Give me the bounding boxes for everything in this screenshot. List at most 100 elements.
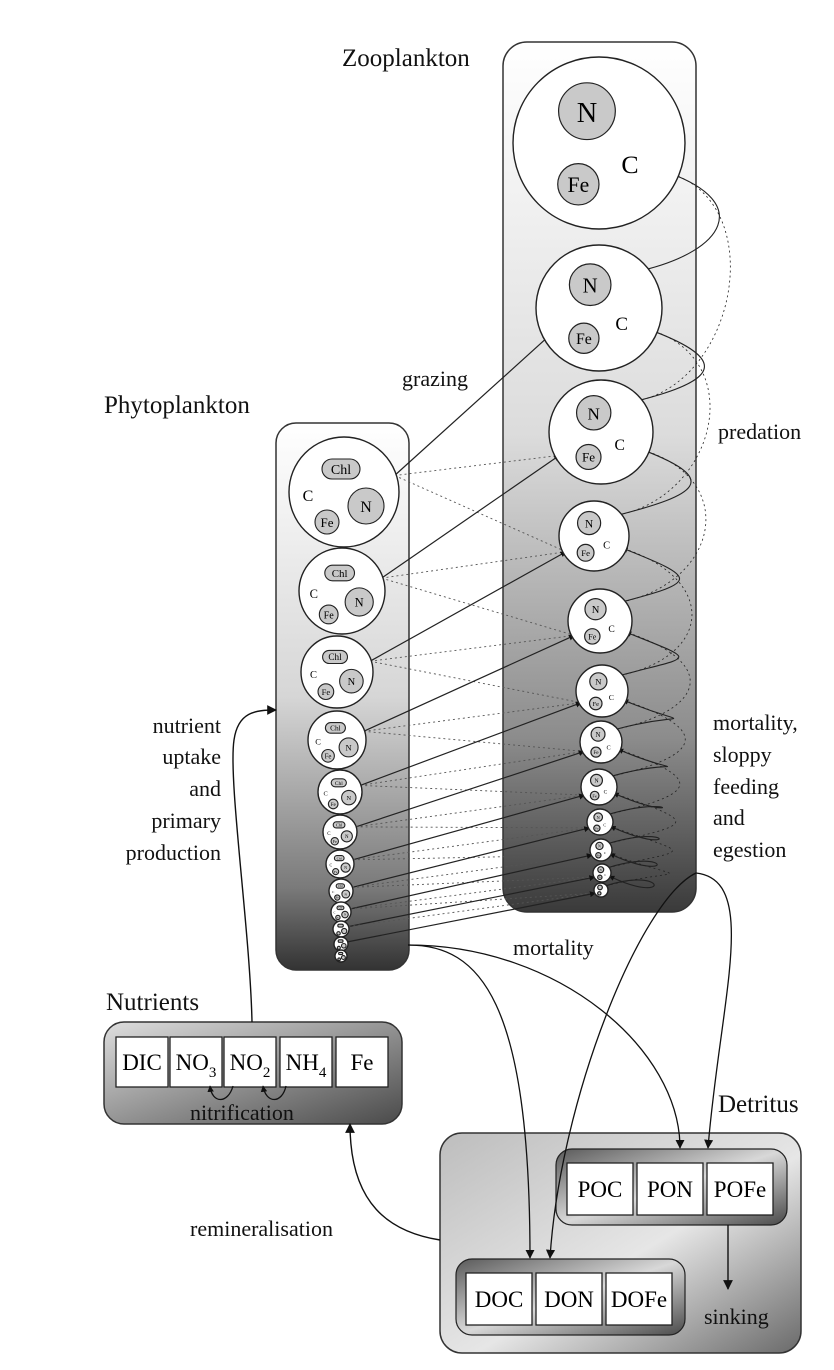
chlorophyll-label: Chl bbox=[332, 568, 348, 580]
iron-label: Fe bbox=[592, 793, 597, 798]
iron-label: Fe bbox=[588, 632, 596, 641]
nitrogen-pool bbox=[340, 830, 353, 843]
predation-link bbox=[637, 329, 705, 402]
iron-label: Fe bbox=[581, 548, 590, 558]
zooplankton-cell bbox=[593, 882, 609, 898]
nitrification-arc-2 bbox=[260, 1085, 287, 1101]
chlorophyll-label: Chl bbox=[338, 884, 343, 888]
nitrification-arc-1 bbox=[207, 1085, 234, 1101]
cell-body bbox=[558, 500, 630, 572]
iron-label: Fe bbox=[331, 802, 337, 808]
nutrients-title: Nutrients bbox=[106, 989, 199, 1016]
grazing-link bbox=[381, 577, 575, 636]
chlorophyll-pool bbox=[324, 722, 346, 734]
uptake-label-line: uptake bbox=[162, 744, 221, 769]
grazing-link bbox=[352, 793, 586, 861]
iron-pool bbox=[327, 798, 339, 810]
dissolved-pool-box bbox=[605, 1272, 673, 1326]
predation-link bbox=[637, 172, 731, 402]
predation-links bbox=[605, 172, 731, 889]
chlorophyll-label: Chl bbox=[331, 463, 351, 478]
carbon-label: C bbox=[608, 624, 614, 635]
dissolved-pool-box bbox=[465, 1272, 533, 1326]
predation-link bbox=[620, 631, 680, 676]
chlorophyll-pool bbox=[330, 778, 347, 788]
nitrogen-pool bbox=[575, 395, 612, 431]
cell-body bbox=[567, 588, 633, 654]
nutrient-pool: Fe bbox=[335, 1036, 389, 1088]
grazing-link bbox=[351, 826, 591, 888]
nutrient-pool-box bbox=[115, 1036, 169, 1088]
iron-pool bbox=[314, 509, 340, 535]
dissolved-pool: DOFe bbox=[605, 1272, 673, 1326]
nutrient-pool: NO3 bbox=[169, 1036, 223, 1088]
cell-body bbox=[512, 56, 686, 230]
carbon-label: C bbox=[615, 437, 625, 454]
iron-label: Fe bbox=[334, 870, 338, 874]
grazing-link bbox=[370, 634, 575, 662]
nitrogen-pool bbox=[344, 587, 374, 617]
iron-pool bbox=[593, 824, 601, 832]
particulate-pool-box bbox=[566, 1162, 634, 1216]
grazing-link bbox=[394, 475, 567, 553]
nitrogen-pool bbox=[341, 789, 357, 806]
phytoplankton-cell bbox=[332, 920, 350, 938]
grazing-label: grazing bbox=[402, 366, 468, 391]
iron-label: Fe bbox=[592, 701, 599, 708]
grazing-link bbox=[360, 701, 582, 786]
nutrient-pool-box bbox=[223, 1036, 277, 1088]
cell-body bbox=[535, 244, 663, 372]
iron-label: Fe bbox=[325, 753, 332, 760]
nitrogen-pool bbox=[584, 597, 607, 621]
iron-pool bbox=[335, 914, 341, 921]
grazing-link bbox=[347, 891, 596, 943]
nitrogen-pool bbox=[590, 726, 606, 742]
chlorophyll-pool bbox=[333, 855, 345, 862]
dissolved-pool-label: DON bbox=[544, 1287, 594, 1312]
predation-link bbox=[620, 547, 693, 676]
chlorophyll-pool bbox=[336, 905, 345, 911]
particulate-pool: POC bbox=[566, 1162, 634, 1216]
carbon-label: C bbox=[303, 488, 314, 505]
nitrogen-label: N bbox=[594, 779, 599, 785]
iron-label: Fe bbox=[336, 896, 340, 900]
iron-pool bbox=[597, 874, 603, 881]
predation-link bbox=[611, 699, 686, 777]
iron-pool bbox=[557, 163, 600, 206]
iron-label: Fe bbox=[576, 331, 592, 348]
nutrient-pool-box bbox=[279, 1036, 333, 1088]
iron-pool bbox=[336, 945, 341, 950]
nitrogen-pool bbox=[340, 955, 346, 961]
phytoplankton-cell bbox=[333, 936, 349, 952]
iron-pool bbox=[321, 748, 335, 763]
nitrogen-pool bbox=[347, 487, 385, 525]
zooplankton-cell: N Fe C bbox=[580, 768, 618, 806]
particulate-pool-label: POC bbox=[578, 1177, 623, 1202]
carbon-label: C bbox=[604, 789, 608, 795]
uptake-label-line: production bbox=[126, 840, 221, 865]
grazing-link bbox=[350, 876, 595, 910]
iron-pool bbox=[576, 543, 595, 562]
nutrient-pool-label: DIC bbox=[122, 1050, 162, 1075]
particulate-pool-label: PON bbox=[647, 1177, 693, 1202]
iron-label: Fe bbox=[582, 450, 595, 465]
grazing-link bbox=[363, 730, 585, 752]
uptake-label-line: primary bbox=[151, 808, 221, 833]
iron-label: Fe bbox=[324, 610, 335, 621]
carbon-label: C bbox=[323, 791, 327, 798]
iron-pool bbox=[597, 891, 602, 896]
grazing-link bbox=[363, 702, 582, 732]
grazing-link bbox=[348, 875, 596, 928]
iron-label: Fe bbox=[321, 515, 334, 530]
grazing-link bbox=[370, 660, 582, 704]
carbon-label: C bbox=[609, 693, 614, 702]
nitrogen-label: N bbox=[346, 795, 351, 802]
grazing-link bbox=[355, 750, 585, 828]
